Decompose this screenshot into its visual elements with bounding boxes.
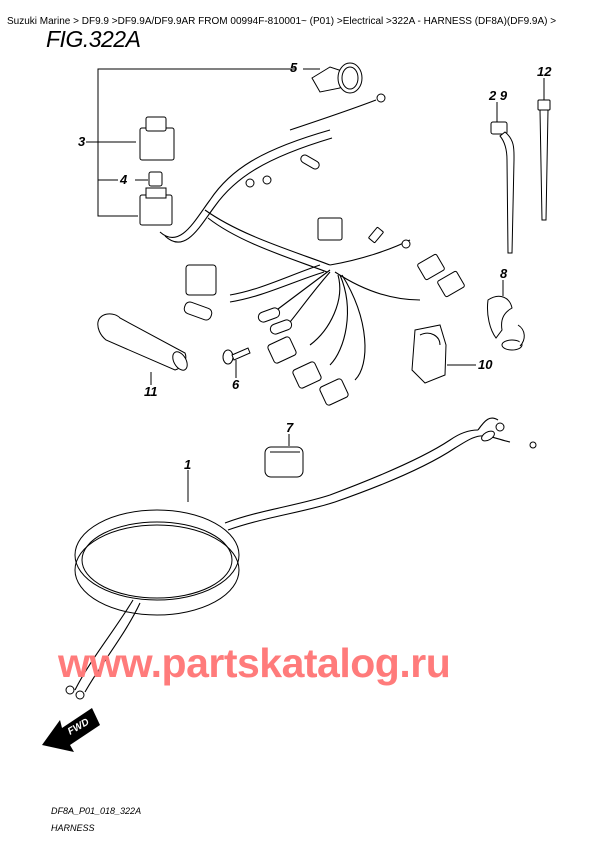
callout-8[interactable]: 8 xyxy=(500,266,508,281)
pad-part-7 xyxy=(264,434,304,478)
fwd-arrow-icon: FWD xyxy=(42,708,100,752)
callout-11[interactable]: 11 xyxy=(144,384,158,399)
callout-7[interactable]: 7 xyxy=(286,420,294,435)
main-harness xyxy=(159,129,421,381)
callout-10[interactable]: 10 xyxy=(478,357,493,372)
callout-3[interactable]: 3 xyxy=(78,134,86,149)
fuse-part-4 xyxy=(148,171,163,187)
callout-1[interactable]: 1 xyxy=(184,457,192,472)
breadcrumb[interactable]: Suzuki Marine > DF9.9 >DF9.9A/DF9.9AR FR… xyxy=(7,16,557,27)
cable-tie-part-2-9 xyxy=(490,102,515,254)
callout-12[interactable]: 12 xyxy=(537,64,552,79)
grommet-part-5 xyxy=(311,62,363,94)
figure-code: DF8A_P01_018_322A xyxy=(51,806,142,816)
cable-tie-part-12 xyxy=(537,78,551,221)
clip-part-8 xyxy=(487,280,525,351)
watermark: www.partskatalog.ru xyxy=(58,640,451,686)
callout-2-9[interactable]: 2 9 xyxy=(489,88,508,103)
callout-6[interactable]: 6 xyxy=(232,377,240,392)
leader-bracket xyxy=(86,68,320,217)
pin-part-6 xyxy=(222,347,251,378)
callout-4[interactable]: 4 xyxy=(120,172,128,187)
figure-name: HARNESS xyxy=(51,823,95,833)
clamp-part-10 xyxy=(411,324,476,384)
relay-part-3 xyxy=(139,116,175,161)
tube-part-11 xyxy=(97,313,188,385)
figure-title: FIG.322A xyxy=(46,26,141,52)
battery-cable-part-1 xyxy=(65,417,537,700)
callout-5[interactable]: 5 xyxy=(290,60,298,75)
